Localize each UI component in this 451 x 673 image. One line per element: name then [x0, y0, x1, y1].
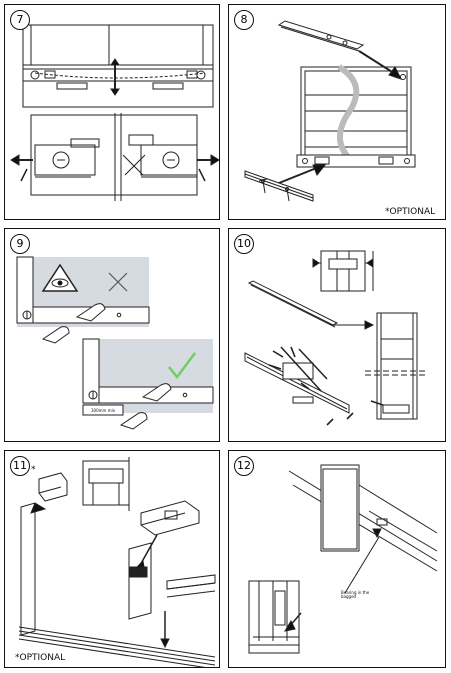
step-8-panel: 8 *OPTIONAL — [228, 4, 446, 220]
step-number: 10 — [234, 234, 254, 254]
step-9-panel: 9 — [4, 228, 220, 442]
step-number: 12 — [234, 456, 254, 476]
step-number: 8 — [234, 10, 254, 30]
bearing-callout: Bearing in the bagged — [341, 590, 370, 599]
star-marker: * — [31, 465, 36, 475]
step-12-illustration — [248, 464, 438, 654]
eye-warning-icon — [41, 263, 79, 292]
min-distance-label: 300mm min — [91, 408, 116, 413]
step-12-panel: 12 Bearing in the bagged — [228, 450, 446, 668]
step-number: 11 — [10, 456, 30, 476]
check-mark-icon — [168, 352, 196, 380]
step-11-panel: 11 — [4, 450, 220, 668]
step-number: 7 — [10, 10, 30, 30]
optional-note: *OPTIONAL — [385, 207, 436, 217]
step-10-panel: 10 — [228, 228, 446, 442]
step-9-illustration — [16, 256, 214, 430]
step-10-illustration — [244, 250, 425, 426]
step-number: 9 — [10, 234, 30, 254]
step-7-illustration — [10, 24, 219, 201]
cross-mark-icon — [108, 272, 128, 292]
step-11-illustration — [18, 457, 216, 667]
optional-note: *OPTIONAL — [15, 653, 66, 663]
step-7-panel: 7 — [4, 4, 220, 220]
step-8-illustration — [244, 20, 416, 202]
